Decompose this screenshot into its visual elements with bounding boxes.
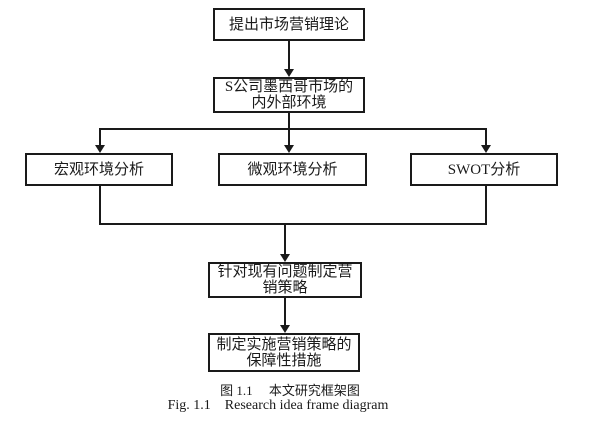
connector-macro-collector-line — [99, 186, 101, 225]
node-label: SWOT分析 — [447, 161, 521, 178]
arrowhead-into-safeguard — [280, 325, 290, 333]
connector-swot-collector-line — [485, 186, 487, 225]
node-label-line1: 制定实施营销策略的 — [216, 336, 352, 353]
node-marketing-strategy: 针对现有问题制定营 销策略 — [208, 262, 362, 298]
figure-caption-chinese: 图 1.1 本文研究框架图 — [220, 383, 360, 398]
branch-horizontal-bar — [99, 128, 487, 130]
connector-collector-strategy-line — [284, 223, 286, 254]
node-label-line1: S公司墨西哥市场的 — [224, 79, 354, 95]
arrowhead-into-environment — [284, 69, 294, 77]
node-label-line1: 针对现有问题制定营 — [217, 264, 353, 280]
figure-caption-english: Fig. 1.1 Research idea frame diagram — [167, 398, 389, 413]
arrowhead-into-micro — [284, 145, 294, 153]
collector-horizontal-bar — [99, 223, 487, 225]
node-marketing-theory: 提出市场营销理论 — [213, 8, 365, 41]
node-macro-environment-analysis: 宏观环境分析 — [25, 153, 173, 186]
node-label: 提出市场营销理论 — [228, 16, 349, 33]
connector-strategy-safeguard-line — [284, 298, 286, 325]
node-label-line2: 内外部环境 — [251, 95, 327, 111]
node-label-line2: 销策略 — [262, 280, 308, 296]
connector-theory-environment-line — [288, 41, 290, 69]
node-label: 微观环境分析 — [247, 161, 338, 178]
branch-drop-right-line — [485, 128, 487, 145]
branch-drop-left-line — [99, 128, 101, 145]
node-label: 宏观环境分析 — [53, 161, 144, 178]
arrowhead-into-swot — [481, 145, 491, 153]
node-safeguard-measures: 制定实施营销策略的 保障性措施 — [208, 333, 360, 372]
arrowhead-into-macro — [95, 145, 105, 153]
node-swot-analysis: SWOT分析 — [410, 153, 558, 186]
arrowhead-into-strategy — [280, 254, 290, 262]
node-micro-environment-analysis: 微观环境分析 — [218, 153, 367, 186]
node-label-line2: 保障性措施 — [246, 352, 322, 369]
node-internal-external-environment: S公司墨西哥市场的 内外部环境 — [213, 77, 365, 113]
